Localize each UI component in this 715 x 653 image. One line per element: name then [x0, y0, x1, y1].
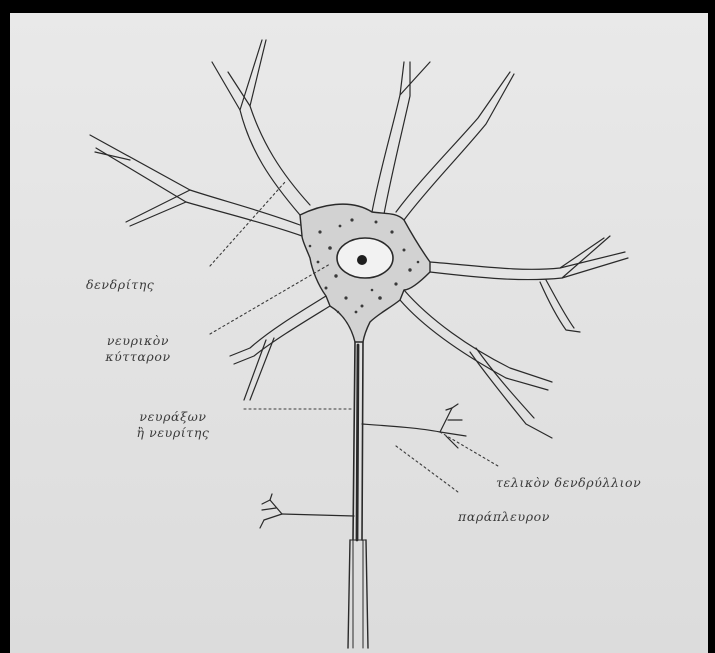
illustration-plate: δενδρίτης νευρικὸν κύτταρον νευράξων ἢ ν… [10, 13, 708, 653]
label-axon-line1: νευράξων [118, 409, 228, 425]
label-nerve-cell-line1: νευρικὸν [88, 333, 188, 349]
nucleolus [357, 255, 367, 265]
label-terminal-arbor: τελικὸν δενδρύλλιον [496, 475, 641, 491]
label-nerve-cell-line2: κύτταρον [88, 349, 188, 365]
axon [348, 342, 368, 648]
label-collateral: παράπλευρον [458, 509, 550, 525]
collateral-branch [362, 404, 466, 448]
label-axon-line2: ἢ νευρίτης [118, 425, 228, 441]
label-nerve-cell: νευρικὸν κύτταρον [88, 333, 188, 365]
left-collateral [260, 494, 354, 528]
label-dendrite: δενδρίτης [86, 277, 154, 293]
label-axon: νευράξων ἢ νευρίτης [118, 409, 228, 441]
